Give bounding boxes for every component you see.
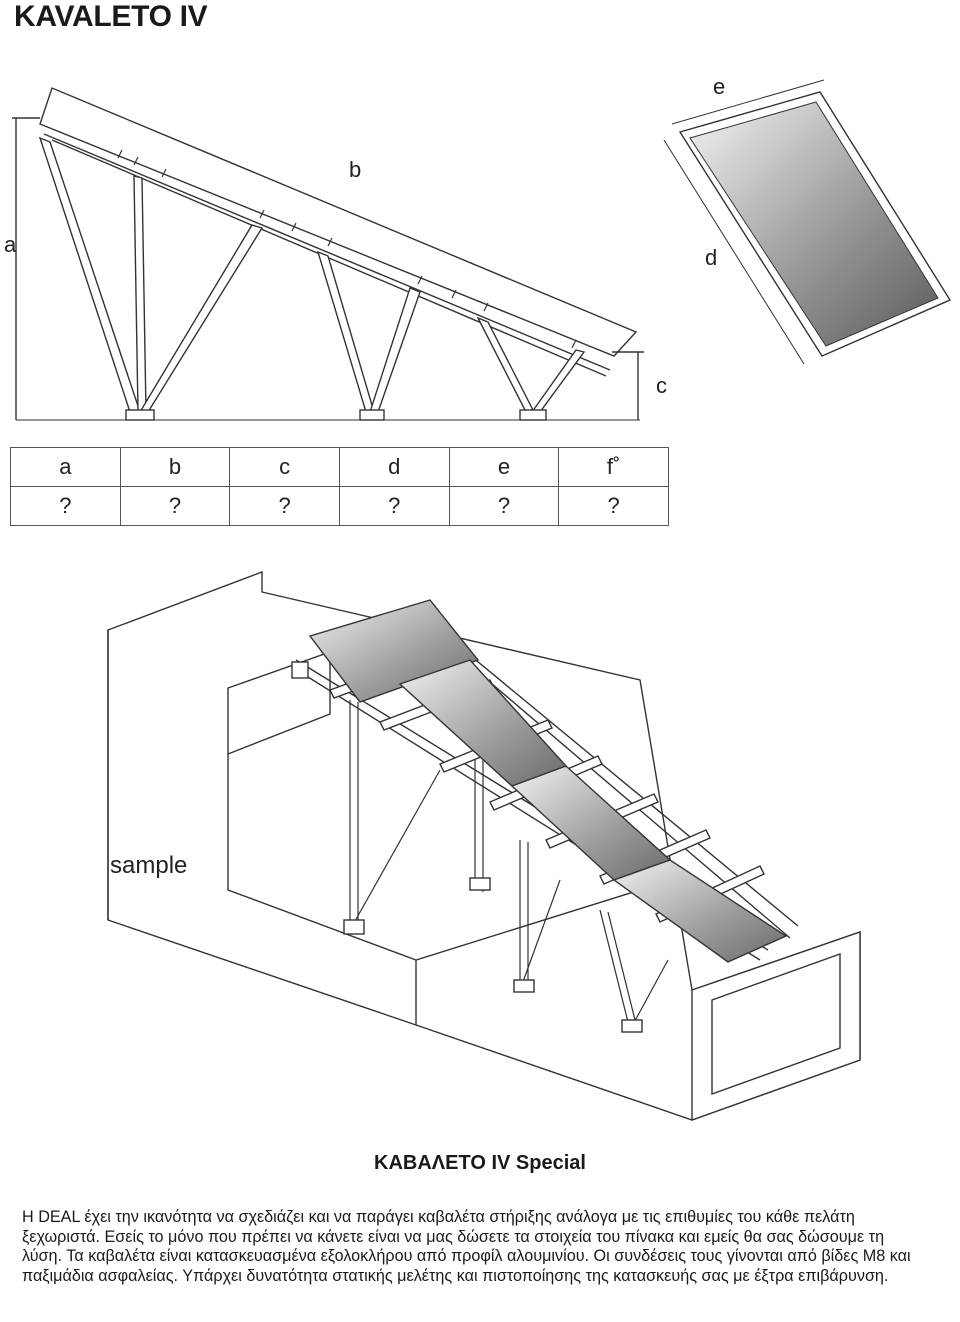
dimension-a-line xyxy=(12,117,40,420)
dimension-b-label: b xyxy=(349,157,362,182)
param-value-e: ? xyxy=(448,486,560,526)
param-value-c: ? xyxy=(229,486,340,526)
sample-label: sample xyxy=(110,852,188,879)
solar-panel-drawing xyxy=(663,79,952,365)
param-header-f: f˚ xyxy=(558,447,669,487)
frame-feet xyxy=(291,661,643,1033)
rail-clamps xyxy=(117,149,577,349)
param-value-d: ? xyxy=(338,486,450,526)
sample-panel-1 xyxy=(308,599,480,703)
description-paragraph: Η DEAL έχει την ικανότητα να σχεδιάζει κ… xyxy=(22,1208,911,1285)
sample-installation-illustration xyxy=(107,570,861,1121)
param-header-c: c xyxy=(229,447,340,487)
parameter-value-row: ? ? ? ? ? ? xyxy=(10,486,669,526)
frame-legs xyxy=(349,700,669,1033)
param-header-d: d xyxy=(338,447,450,487)
leg-1 xyxy=(38,136,264,421)
parameter-table: a b c d e f˚ ? ? ? ? ? ? xyxy=(10,447,669,526)
param-header-e: e xyxy=(448,447,560,487)
leg-2 xyxy=(316,250,421,421)
dimension-a-label: a xyxy=(4,232,17,257)
panel-profile xyxy=(39,87,638,357)
param-value-a: ? xyxy=(10,486,121,526)
param-header-b: b xyxy=(119,447,231,487)
param-header-a: a xyxy=(10,447,121,487)
section-subtitle: ΚΑΒΑΛΕΤΟ IV Special xyxy=(374,1152,586,1174)
dimension-c-label: c xyxy=(656,373,667,398)
param-value-f: ? xyxy=(558,486,669,526)
dimension-c-line xyxy=(612,351,644,420)
leg-3 xyxy=(476,316,586,421)
sample-panels xyxy=(308,599,788,963)
dimension-d-label: d xyxy=(705,245,718,270)
sample-panel-4 xyxy=(612,859,788,963)
dimension-e-label: e xyxy=(713,74,726,99)
param-value-b: ? xyxy=(119,486,231,526)
frame-side-view-diagram xyxy=(12,79,952,421)
parameter-header-row: a b c d e f˚ xyxy=(10,447,669,487)
page-title: KAVALETO IV xyxy=(14,0,208,33)
